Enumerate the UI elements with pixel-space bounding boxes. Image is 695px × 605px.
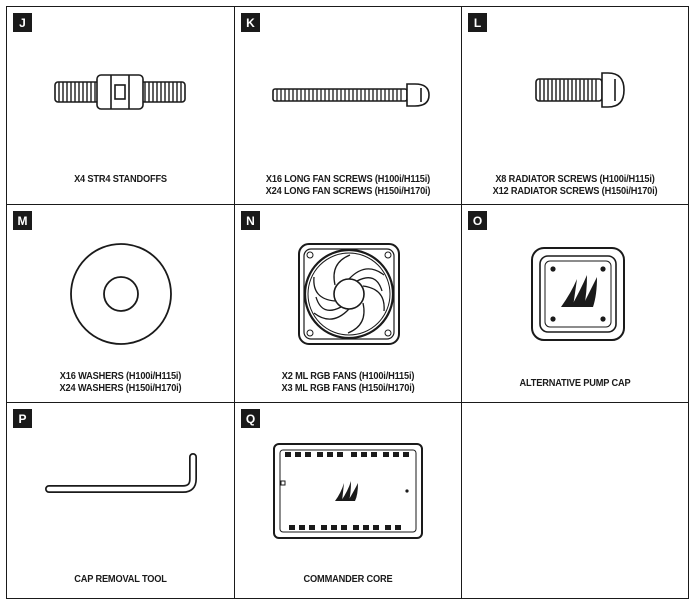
caption-line-2: X24 LONG FAN SCREWS (H150i/H170i) <box>265 185 431 197</box>
long-fan-screw-illustration <box>272 83 430 107</box>
pump-cap-illustration <box>531 247 625 341</box>
part-letter-badge: L <box>468 13 487 32</box>
part-caption: X8 RADIATOR SCREWS (H100i/H115i) X12 RAD… <box>476 173 675 197</box>
part-caption: ALTERNATIVE PUMP CAP <box>476 377 675 389</box>
caption-line-1: X16 LONG FAN SCREWS (H100i/H115i) <box>265 173 431 185</box>
caption-line-1: X4 STR4 STANDOFFS <box>74 173 167 185</box>
radiator-screw-illustration <box>535 72 625 108</box>
caption-line-2: X12 RADIATOR SCREWS (H150i/H170i) <box>492 185 658 197</box>
part-cell-k: K X16 LONG FAN SCREWS (H1 <box>235 7 462 205</box>
part-caption: X4 STR4 STANDOFFS <box>21 173 221 185</box>
part-caption: X16 LONG FAN SCREWS (H100i/H115i) X24 LO… <box>249 173 448 197</box>
part-cell-l: L X8 RADIATOR SCREWS (H100i/H115i) X12 R… <box>462 7 688 205</box>
part-cell-p: P CAP REMOVAL TOOL <box>7 403 235 598</box>
empty-cell <box>462 403 688 598</box>
part-caption: COMMANDER CORE <box>249 573 448 585</box>
part-letter-badge: P <box>13 409 32 428</box>
cap-removal-tool-illustration <box>45 453 197 493</box>
part-letter-badge: K <box>241 13 260 32</box>
caption-line-1: X2 ML RGB FANS (H100i/H115i) <box>281 370 415 382</box>
caption-line-2: X24 WASHERS (H150i/H170i) <box>59 382 182 394</box>
part-cell-j: J X4 ST <box>7 7 235 205</box>
part-letter-badge: O <box>468 211 487 230</box>
washer-illustration <box>70 243 172 345</box>
part-cell-q: Q COMMANDER CORE <box>235 403 462 598</box>
caption-line-1: ALTERNATIVE PUMP CAP <box>519 377 631 389</box>
part-letter-badge: M <box>13 211 32 230</box>
caption-line-2: X3 ML RGB FANS (H150i/H170i) <box>281 382 415 394</box>
caption-line-1: CAP REMOVAL TOOL <box>74 573 167 585</box>
fan-illustration <box>298 243 400 345</box>
part-caption: X16 WASHERS (H100i/H115i) X24 WASHERS (H… <box>21 370 221 394</box>
part-cell-n: N X2 ML RGB FANS (H100i/H115i) <box>235 205 462 403</box>
caption-line-1: COMMANDER CORE <box>303 573 393 585</box>
parts-grid: J X4 ST <box>6 6 689 599</box>
part-caption: X2 ML RGB FANS (H100i/H115i) X3 ML RGB F… <box>249 370 448 394</box>
part-letter-badge: Q <box>241 409 260 428</box>
standoff-illustration <box>54 74 186 110</box>
part-cell-o: O ALTERNATIVE PUMP CAP <box>462 205 688 403</box>
commander-core-illustration <box>273 443 423 539</box>
part-letter-badge: J <box>13 13 32 32</box>
corsair-logo-icon <box>335 481 358 501</box>
caption-line-1: X16 WASHERS (H100i/H115i) <box>59 370 182 382</box>
part-caption: CAP REMOVAL TOOL <box>21 573 221 585</box>
caption-line-1: X8 RADIATOR SCREWS (H100i/H115i) <box>495 173 655 185</box>
part-letter-badge: N <box>241 211 260 230</box>
part-cell-m: M X16 WASHERS (H100i/H115i) X24 WASHERS … <box>7 205 235 403</box>
corsair-logo-icon <box>561 275 597 307</box>
